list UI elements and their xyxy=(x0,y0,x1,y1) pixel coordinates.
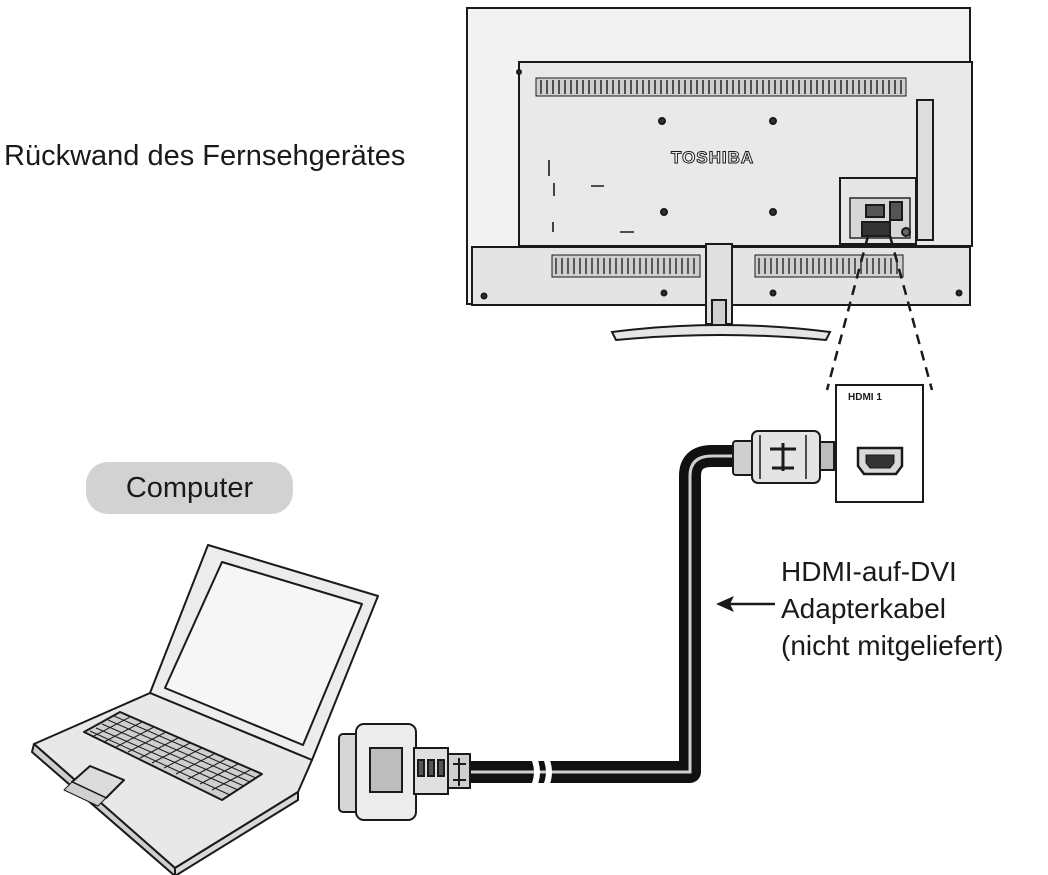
tv-rear-label: Rückwand des Fernsehgerätes xyxy=(4,140,406,172)
hdmi-port-closeup xyxy=(835,384,924,503)
tv-rear-icon xyxy=(466,7,973,342)
hdmi-plug-icon xyxy=(732,430,835,484)
computer-label-badge xyxy=(86,462,293,514)
dvi-connector-icon xyxy=(338,723,471,821)
laptop-icon xyxy=(31,544,379,875)
cable-caption-line-1: HDMI-auf-DVI xyxy=(781,556,957,587)
arrow-icon xyxy=(716,596,775,612)
zoom-lines xyxy=(825,235,934,391)
cable-caption: HDMI-auf-DVI Adapterkabel (nicht mitgeli… xyxy=(781,553,1004,664)
computer-label: Computer xyxy=(125,472,254,504)
cable xyxy=(470,445,742,788)
tv-brand-logo: TOSHIBA xyxy=(671,148,754,167)
cable-caption-line-3: (nicht mitgeliefert) xyxy=(781,630,1004,661)
hdmi-port-label: HDMI 1 xyxy=(848,392,882,403)
cable-caption-line-2: Adapterkabel xyxy=(781,593,947,624)
